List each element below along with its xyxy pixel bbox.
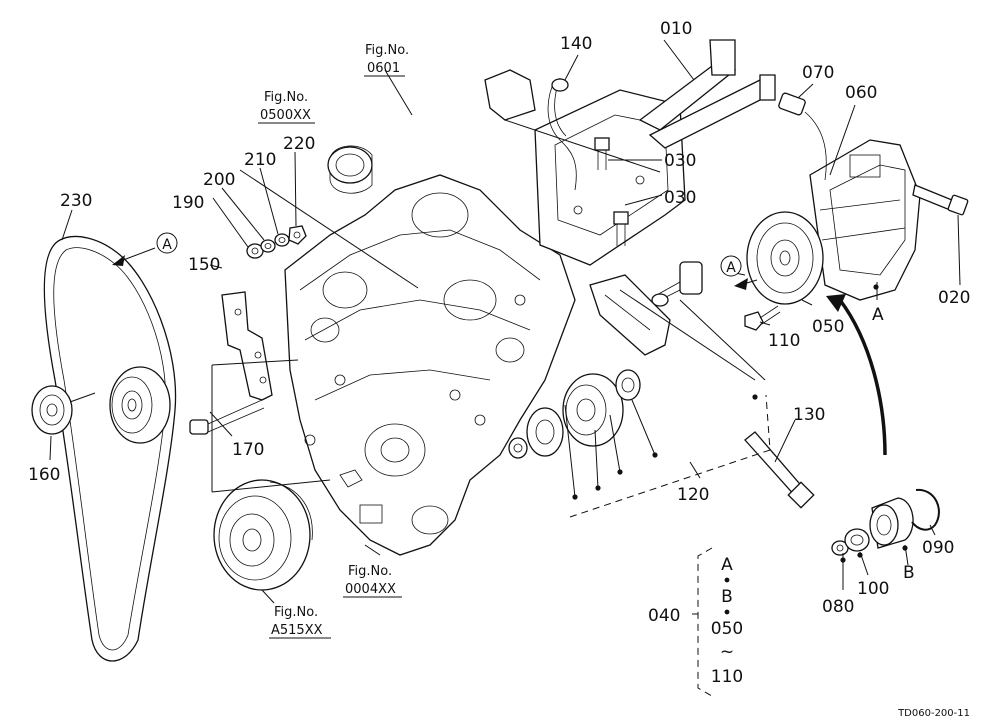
label-b-clutch: B xyxy=(903,563,915,583)
label-190: 190 xyxy=(172,193,204,213)
tension-pulley xyxy=(109,366,171,444)
idler-pulley-160 xyxy=(31,385,96,435)
idler-set-120 xyxy=(508,369,641,459)
washer-210 xyxy=(274,233,290,247)
label-160: 160 xyxy=(28,465,60,485)
label-150: 150 xyxy=(188,255,220,275)
svg-text:A: A xyxy=(721,555,733,575)
label-220: 220 xyxy=(283,134,315,154)
bolt-170 xyxy=(189,399,265,435)
washer-080 xyxy=(831,540,849,556)
nut-220 xyxy=(288,225,307,245)
bearing-b xyxy=(869,497,914,549)
engine-block xyxy=(284,145,576,556)
fig-ref-a515xx: Fig.No. A515XX xyxy=(269,605,331,639)
svg-text:B: B xyxy=(721,587,733,607)
svg-text:0004XX: 0004XX xyxy=(345,582,396,597)
range-note: A B 050 ~ 110 xyxy=(711,555,743,687)
bolt-030-upper xyxy=(594,137,610,170)
label-140: 140 xyxy=(560,34,592,54)
direction-arrows xyxy=(112,247,887,456)
label-020: 020 xyxy=(938,288,970,308)
range-bracket-040 xyxy=(697,547,713,697)
washer-200 xyxy=(260,239,276,253)
bolt-110 xyxy=(744,305,781,331)
label-070: 070 xyxy=(802,63,834,83)
fig-ref-0601: Fig.No. 0601 xyxy=(364,43,409,77)
svg-text:Fig.No.: Fig.No. xyxy=(365,43,409,58)
bolt-020 xyxy=(912,184,969,216)
fig-ref-0004xx: Fig.No. 0004XX xyxy=(343,564,402,598)
svg-text:0500XX: 0500XX xyxy=(260,108,311,123)
svg-text:110: 110 xyxy=(711,667,743,687)
svg-text:Fig.No.: Fig.No. xyxy=(264,90,308,105)
ac-compressor xyxy=(746,139,921,305)
label-030-lower: 030 xyxy=(664,188,696,208)
bracket-150 xyxy=(221,291,273,401)
harness-140 xyxy=(547,77,577,191)
shim-100 xyxy=(844,528,870,552)
label-090: 090 xyxy=(922,538,954,558)
drawing-reference-code: TD060-200-11 xyxy=(897,708,970,719)
label-080: 080 xyxy=(822,597,854,617)
svg-text:~: ~ xyxy=(720,642,734,662)
svg-text:050: 050 xyxy=(711,619,743,639)
label-120: 120 xyxy=(677,485,709,505)
leader-lines xyxy=(49,39,961,604)
svg-text:A: A xyxy=(162,237,172,253)
label-110: 110 xyxy=(768,331,800,351)
label-030-upper: 030 xyxy=(664,151,696,171)
label-040: 040 xyxy=(648,606,680,626)
mount-bracket-010 xyxy=(484,39,776,266)
label-050: 050 xyxy=(812,317,844,337)
bolt-130 xyxy=(744,431,815,509)
label-a-compressor: A xyxy=(872,305,884,325)
svg-text:A515XX: A515XX xyxy=(271,623,323,638)
label-170: 170 xyxy=(232,440,264,460)
crank-pulley xyxy=(213,479,313,591)
label-230: 230 xyxy=(60,191,92,211)
label-060: 060 xyxy=(845,83,877,103)
label-200: 200 xyxy=(203,170,235,190)
svg-text:Fig.No.: Fig.No. xyxy=(348,564,392,579)
label-010: 010 xyxy=(660,19,692,39)
bolt-030-lower xyxy=(613,211,629,246)
sensor-070 xyxy=(778,92,827,181)
belt-230 xyxy=(43,235,177,662)
view-marker-a-right: A xyxy=(720,255,742,277)
snap-ring-090 xyxy=(911,488,940,531)
view-marker-a-left: A xyxy=(156,232,178,254)
part-number-labels: 230 190 200 210 220 150 160 170 140 010 … xyxy=(28,19,970,626)
fig-ref-0500xx: Fig.No. 0500XX xyxy=(258,90,315,124)
leader-dots xyxy=(572,284,908,563)
label-210: 210 xyxy=(244,150,276,170)
svg-text:Fig.No.: Fig.No. xyxy=(274,605,318,620)
svg-text:A: A xyxy=(726,260,736,276)
svg-text:0601: 0601 xyxy=(367,61,400,76)
idler-group-boundary xyxy=(569,394,771,518)
adjust-arm xyxy=(589,261,703,356)
label-130: 130 xyxy=(793,405,825,425)
label-100: 100 xyxy=(857,579,889,599)
